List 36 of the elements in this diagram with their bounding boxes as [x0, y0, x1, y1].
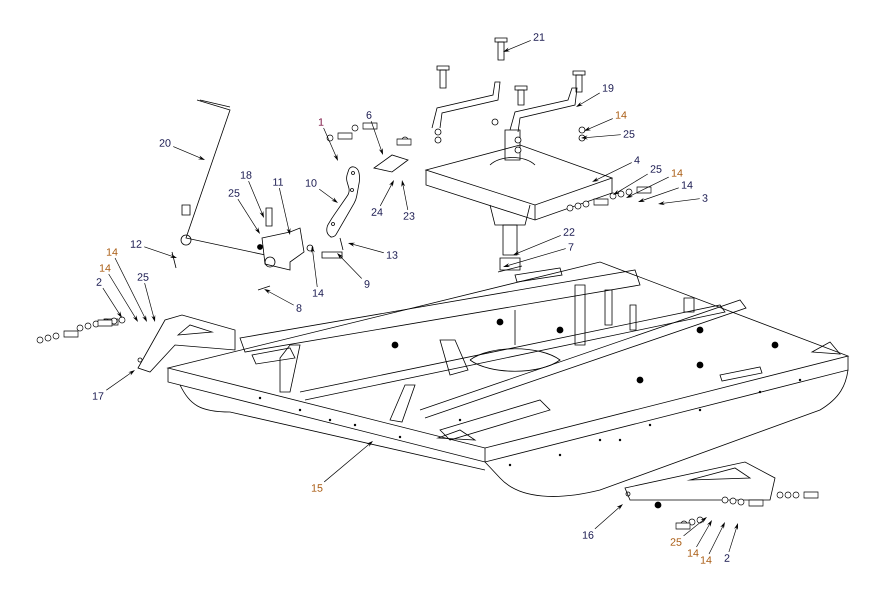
callout-number: 14	[616, 111, 627, 119]
callout-number: 11	[273, 178, 284, 186]
callout-number: 2	[724, 554, 730, 562]
callout-number: 14	[312, 289, 324, 297]
callout-number: 23	[404, 212, 414, 220]
callout-number: 25	[624, 130, 634, 138]
callout-number: 25	[228, 189, 240, 197]
callout-number: 3	[702, 194, 708, 202]
callout-number: 1	[318, 118, 324, 126]
callout-number: 25	[138, 273, 148, 281]
callout-number: 16	[582, 531, 594, 539]
callout-number: 12	[130, 240, 142, 248]
callout-number: 14	[100, 264, 111, 272]
callout-number: 18	[240, 171, 252, 179]
callout-number: 19	[602, 84, 614, 92]
callout-number: 25	[670, 538, 682, 546]
callout-number: 24	[372, 208, 383, 216]
callout-number: 13	[386, 251, 398, 259]
callout-number: 14	[700, 556, 712, 564]
callout-number: 22	[564, 228, 574, 236]
callout-number: 17	[92, 392, 104, 400]
callout-number: 21	[534, 33, 544, 41]
callout-number: 6	[366, 111, 372, 119]
callout-number: 14	[672, 169, 683, 177]
callout-number: 10	[306, 179, 317, 187]
callout-number: 9	[364, 280, 370, 288]
callout-number: 14	[106, 248, 118, 256]
callout-number: 14	[682, 181, 693, 189]
callout-number: 14	[688, 549, 699, 557]
callout-number: 8	[296, 304, 302, 312]
callout-number: 25	[650, 165, 662, 173]
callout-number: 20	[160, 139, 171, 147]
callout-number: 15	[312, 484, 322, 492]
callout-number: 7	[568, 243, 574, 251]
callout-number: 2	[96, 278, 102, 286]
callout-number: 4	[634, 156, 640, 164]
